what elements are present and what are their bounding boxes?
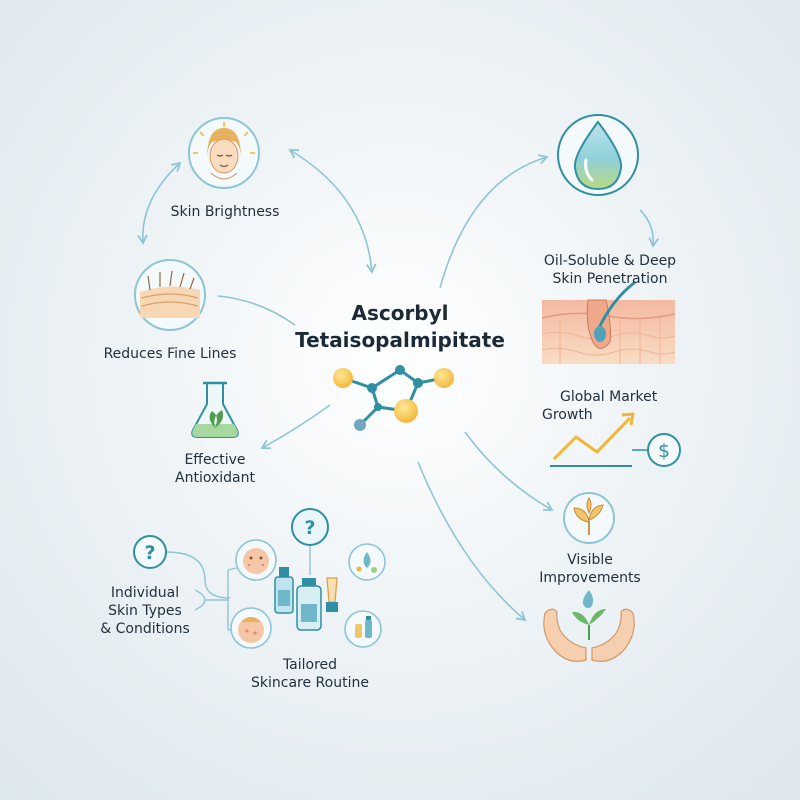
arrow-center-finelines	[217, 295, 296, 326]
central-title: Ascorbyl Tetaisopalmipitate	[240, 300, 560, 354]
antioxidant-flask-icon	[191, 381, 239, 438]
central-title-line1: Ascorbyl	[351, 301, 449, 325]
dollar-sign: $	[658, 440, 670, 462]
oil-drop-icon	[557, 114, 639, 196]
question-mark-left: ?	[144, 542, 155, 564]
dollar-coin-icon: $	[647, 433, 681, 467]
skin-brightness-label: Skin Brightness	[170, 204, 280, 220]
hands-plant-icon	[543, 590, 635, 662]
skin-types-label: Individual Skin Types & Conditions	[100, 585, 190, 637]
fine-lines-skin-icon	[134, 259, 206, 331]
arrow-center-oil	[439, 154, 549, 289]
serum-drop-bubble	[348, 543, 386, 581]
sprout-icon	[563, 492, 615, 544]
skincare-bottles-icon	[274, 567, 338, 631]
arrow-drop-skin	[639, 209, 659, 248]
arrow-center-hands	[417, 461, 527, 622]
visible-improvements-label: Visible Improvements	[539, 552, 641, 586]
question-bubble-top: ?	[291, 508, 329, 546]
question-bubble-left: ?	[133, 535, 167, 569]
arrow-brightness-finelines	[137, 161, 182, 245]
market-growth-chart-icon	[550, 412, 648, 467]
tailored-routine-label: Tailored Skincare Routine	[251, 657, 369, 691]
global-market-label: Global Market Growth	[542, 389, 658, 423]
arrow-center-antioxidant	[260, 404, 331, 450]
oil-soluble-label: Oil-Soluble & Deep Skin Penetration	[543, 253, 677, 287]
connector-arrows	[137, 149, 659, 631]
bottles-bubble	[344, 610, 382, 648]
arrow-center-improvements	[464, 431, 554, 511]
connector-question-left	[165, 551, 231, 599]
central-title-line2: Tetaisopalmipitate	[295, 328, 505, 352]
skin-penetration-icon	[541, 281, 676, 364]
bracket-skin-types	[194, 559, 271, 631]
question-mark-top: ?	[304, 517, 315, 539]
skin-brightness-icon	[188, 117, 260, 189]
skin-type-face-top	[235, 539, 277, 581]
molecule-icon	[333, 365, 454, 431]
arrow-brightness-center	[288, 149, 377, 274]
skin-type-face-bottom	[230, 607, 272, 649]
antioxidant-label: Effective Antioxidant	[175, 452, 255, 486]
reduces-fine-lines-label: Reduces Fine Lines	[103, 346, 237, 362]
